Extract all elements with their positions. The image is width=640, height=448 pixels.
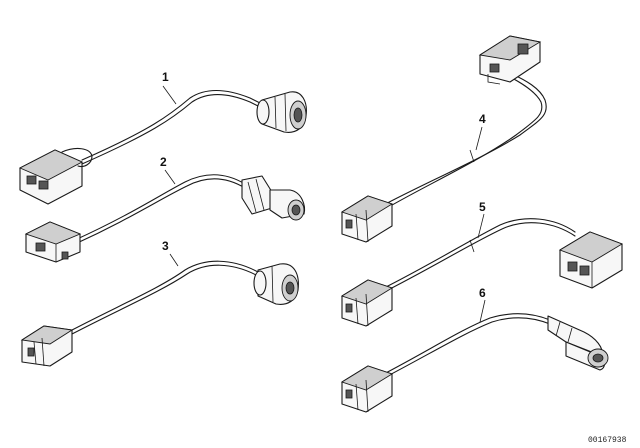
- part-label-3: 3: [162, 239, 169, 253]
- cable-assembly-1[interactable]: [18, 90, 307, 205]
- cable-5-latch-connector: [340, 279, 394, 327]
- cable-2-box-connector: [24, 221, 82, 263]
- cable-assembly-6[interactable]: [340, 313, 609, 413]
- cable-3-latch-connector: [20, 325, 74, 367]
- cable-4-angled-box-connector: [478, 35, 542, 85]
- part-label-6: 6: [479, 286, 486, 300]
- cable-6-wire-inner: [379, 317, 551, 381]
- cable-3-wire: [71, 260, 259, 331]
- cable-2-plug-with-bracket: [241, 175, 306, 221]
- leader-line-4: [475, 126, 483, 151]
- cable-4-wire: [377, 73, 547, 209]
- leader-line-5: [477, 213, 485, 239]
- cable-2-wire-inner: [74, 178, 246, 245]
- cable-4-marker: [469, 149, 475, 163]
- reference-number: 00167938: [588, 436, 627, 445]
- cable-5-wire: [379, 218, 576, 291]
- part-label-4: 4: [479, 112, 486, 126]
- part-label-5: 5: [479, 200, 486, 214]
- leader-line-2: [164, 169, 176, 185]
- cable-2-wire: [74, 174, 246, 241]
- cable-6-wire: [379, 313, 551, 377]
- cable-4-latch-connector: [340, 195, 394, 243]
- cable-assembly-4[interactable]: [340, 35, 547, 243]
- cable-1-round-plug: [256, 91, 307, 133]
- cable-5-box-connector: [558, 231, 624, 289]
- cable-5-marker: [469, 239, 475, 253]
- cable-5-wire-inner: [379, 222, 576, 295]
- cable-1-wire: [81, 90, 263, 161]
- cable-assembly-3[interactable]: [20, 260, 299, 367]
- leader-line-6: [479, 299, 486, 323]
- cable-3-wire-inner: [71, 264, 259, 335]
- cable-6-cylindrical-plug: [547, 315, 609, 371]
- cable-assembly-5[interactable]: [340, 218, 624, 327]
- cable-6-latch-connector: [340, 365, 394, 413]
- cable-3-round-plug: [253, 263, 299, 305]
- cable-1-box-connector: [18, 147, 93, 205]
- leader-line-3: [169, 253, 179, 267]
- cable-1-wire-inner: [81, 93, 263, 165]
- part-label-2: 2: [160, 155, 167, 169]
- leader-line-1: [162, 85, 177, 105]
- part-label-1: 1: [162, 70, 169, 84]
- cable-assembly-2[interactable]: [24, 174, 306, 263]
- cable-4-wire-inner: [379, 77, 543, 213]
